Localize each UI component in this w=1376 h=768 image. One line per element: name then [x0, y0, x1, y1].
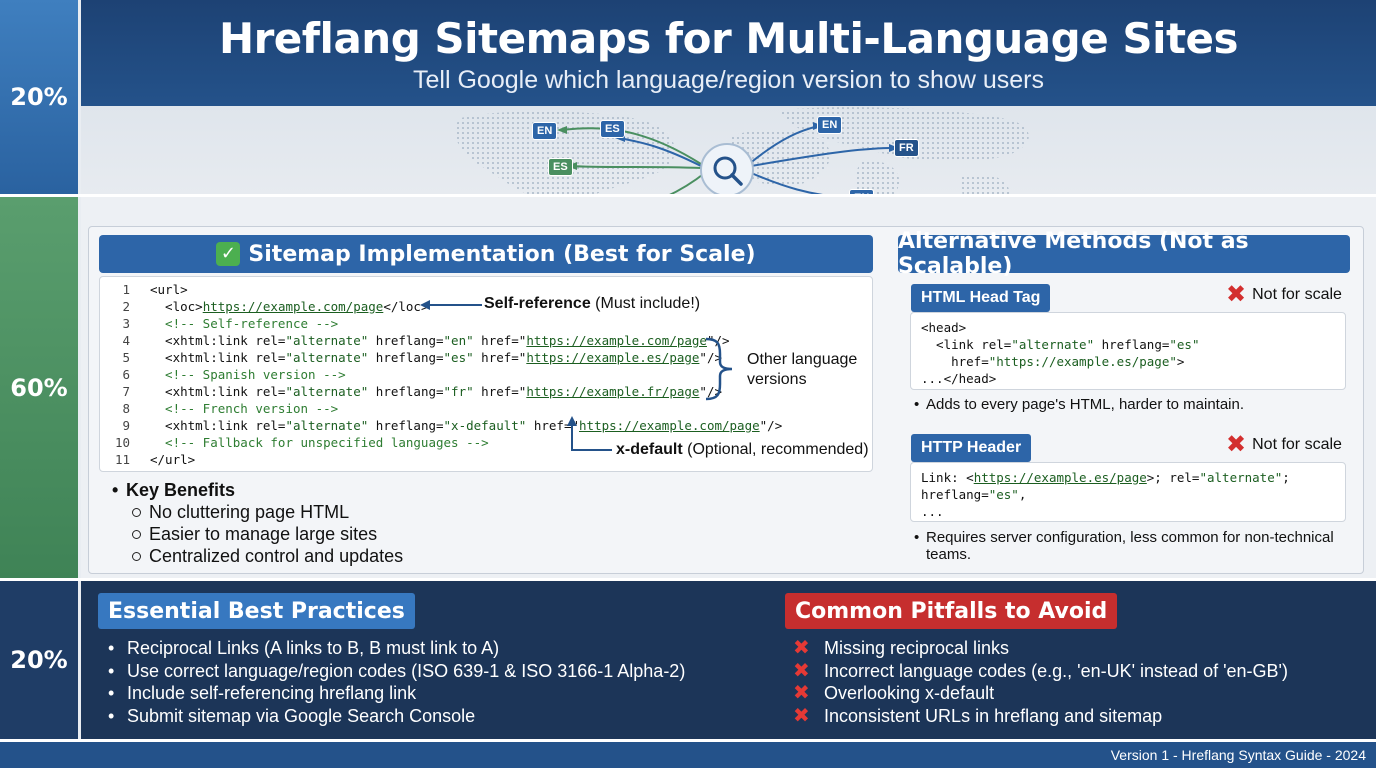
x-default-arrow	[567, 416, 612, 451]
code-line-number: 1	[122, 282, 130, 297]
benefit-item: Centralized control and updates	[112, 545, 403, 567]
code-line: ...	[921, 504, 944, 519]
not-for-scale-badge-head: ✖Not for scale	[1226, 281, 1342, 308]
page-title: Hreflang Sitemaps for Multi-Language Sit…	[218, 14, 1239, 63]
code-line: <xhtml:link rel="alternate" hreflang="en…	[150, 333, 730, 348]
pitfall-item: ✖Overlooking x-default	[793, 682, 995, 705]
best-practices-heading: Essential Best Practices	[98, 593, 415, 629]
best-practice-item: Submit sitemap via Google Search Console	[108, 705, 685, 728]
sitemap-section-heading: ✓ Sitemap Implementation (Best for Scale…	[99, 235, 873, 273]
benefit-item: No cluttering page HTML	[112, 501, 403, 523]
code-line: <!-- Fallback for unspecified languages …	[150, 435, 489, 450]
not-for-scale-badge-http: ✖Not for scale	[1226, 431, 1342, 458]
code-line: Link: <https://example.es/page>; rel="al…	[921, 470, 1290, 485]
map-language-label: ES	[600, 120, 625, 138]
x-mark-icon: ✖	[793, 637, 810, 659]
code-line-number: 3	[122, 316, 130, 331]
pitfall-item: ✖Missing reciprocal links	[793, 637, 1010, 659]
alternatives-section-heading: Alternative Methods (Not as Scalable)	[898, 229, 1350, 279]
other-language-annotation: Other language versions	[747, 351, 858, 388]
http-header-code-block: Link: <https://example.es/page>; rel="al…	[910, 462, 1346, 522]
rail-percent-middle: 60%	[0, 197, 78, 578]
map-language-label: EN	[532, 122, 558, 140]
html-head-note: Adds to every page's HTML, harder to mai…	[914, 396, 1244, 413]
code-line-number: 9	[122, 418, 130, 433]
code-line: <url>	[150, 282, 188, 297]
other-language-brace	[705, 337, 733, 401]
code-line: <xhtml:link rel="alternate" hreflang="es…	[150, 350, 722, 365]
http-header-label: HTTP Header	[911, 434, 1032, 462]
best-practices-list: Reciprocal Links (A links to B, B must l…	[108, 637, 685, 728]
x-mark-icon: ✖	[1226, 431, 1247, 458]
code-line: <!-- Spanish version -->	[150, 367, 346, 382]
code-line: <loc>https://example.com/page</loc>	[150, 299, 429, 314]
sitemap-code-block: 1 <url> 2 <loc>https://example.com/page</l…	[99, 276, 873, 472]
x-mark-icon: ✖	[1226, 281, 1247, 308]
search-icon	[700, 144, 754, 198]
self-reference-arrow	[420, 300, 482, 310]
sitemap-heading-text: Sitemap Implementation (Best for Scale)	[248, 241, 756, 267]
x-mark-icon: ✖	[793, 682, 810, 705]
pitfalls-list: ✖Missing reciprocal links✖Incorrect lang…	[793, 637, 1288, 728]
code-line: <link rel="alternate" hreflang="es"	[921, 337, 1200, 352]
x-mark-icon: ✖	[793, 659, 810, 682]
key-benefits-heading: •Key Benefits	[112, 480, 236, 500]
code-line: href="https://example.es/page">	[921, 354, 1185, 369]
x-default-annotation: x-default (Optional, recommended)	[616, 441, 869, 459]
self-reference-note: (Must include!)	[590, 295, 701, 312]
self-reference-annotation: Self-reference (Must include!)	[484, 295, 700, 313]
x-mark-icon: ✖	[793, 705, 810, 728]
code-line: <xhtml:link rel="alternate" hreflang="fr…	[150, 384, 722, 399]
rail-percent-top: 20%	[0, 0, 78, 194]
x-default-label: x-default	[616, 441, 683, 458]
page-subtitle: Tell Google which language/region versio…	[413, 66, 1044, 94]
code-line-number: 4	[122, 333, 130, 348]
check-icon: ✓	[216, 242, 241, 266]
pitfalls-heading: Common Pitfalls to Avoid	[785, 593, 1118, 629]
self-reference-label: Self-reference	[484, 295, 591, 312]
code-line-number: 8	[122, 401, 130, 416]
code-line: ...</head>	[921, 371, 997, 386]
best-practice-item: Use correct language/region codes (ISO 6…	[108, 660, 685, 683]
code-line: <!-- Self-reference -->	[150, 316, 339, 331]
pitfall-item: ✖Incorrect language codes (e.g., 'en-UK'…	[793, 659, 1288, 682]
benefit-item: Easier to manage large sites	[112, 523, 403, 545]
html-head-tag-label: HTML Head Tag	[911, 284, 1051, 312]
code-line: <xhtml:link rel="alternate" hreflang="x-…	[150, 418, 783, 433]
http-header-note: Requires server configuration, less comm…	[914, 529, 1346, 563]
code-line-number: 10	[114, 435, 130, 450]
code-line: <!-- French version -->	[150, 401, 339, 416]
code-line-number: 6	[122, 367, 130, 382]
map-language-label: EN	[817, 116, 843, 134]
code-line-number: 11	[114, 452, 130, 467]
code-line-number: 5	[122, 350, 130, 365]
footer-bar: Version 1 - Hreflang Syntax Guide - 2024	[0, 742, 1376, 768]
x-default-note: (Optional, recommended)	[682, 441, 869, 458]
header-banner: Hreflang Sitemaps for Multi-Language Sit…	[81, 0, 1376, 106]
code-line: <head>	[921, 320, 967, 335]
footer-text: Version 1 - Hreflang Syntax Guide - 2024	[1110, 747, 1366, 763]
best-practice-item: Reciprocal Links (A links to B, B must l…	[108, 637, 685, 660]
code-line-number: 2	[122, 299, 130, 314]
rail-percent-bottom: 20%	[0, 581, 78, 739]
world-map-illustration	[454, 107, 1029, 215]
map-language-label: ES	[548, 158, 573, 176]
code-line: </url>	[150, 452, 196, 467]
pitfall-item: ✖Inconsistent URLs in hreflang and sitem…	[793, 705, 1163, 728]
code-line-number: 7	[122, 384, 130, 399]
code-line: hreflang="es",	[921, 487, 1027, 502]
map-language-label: FR	[894, 139, 919, 157]
best-practice-item: Include self-referencing hreflang link	[108, 682, 685, 705]
html-head-code-block: <head> <link rel="alternate" hreflang="e…	[910, 312, 1346, 390]
